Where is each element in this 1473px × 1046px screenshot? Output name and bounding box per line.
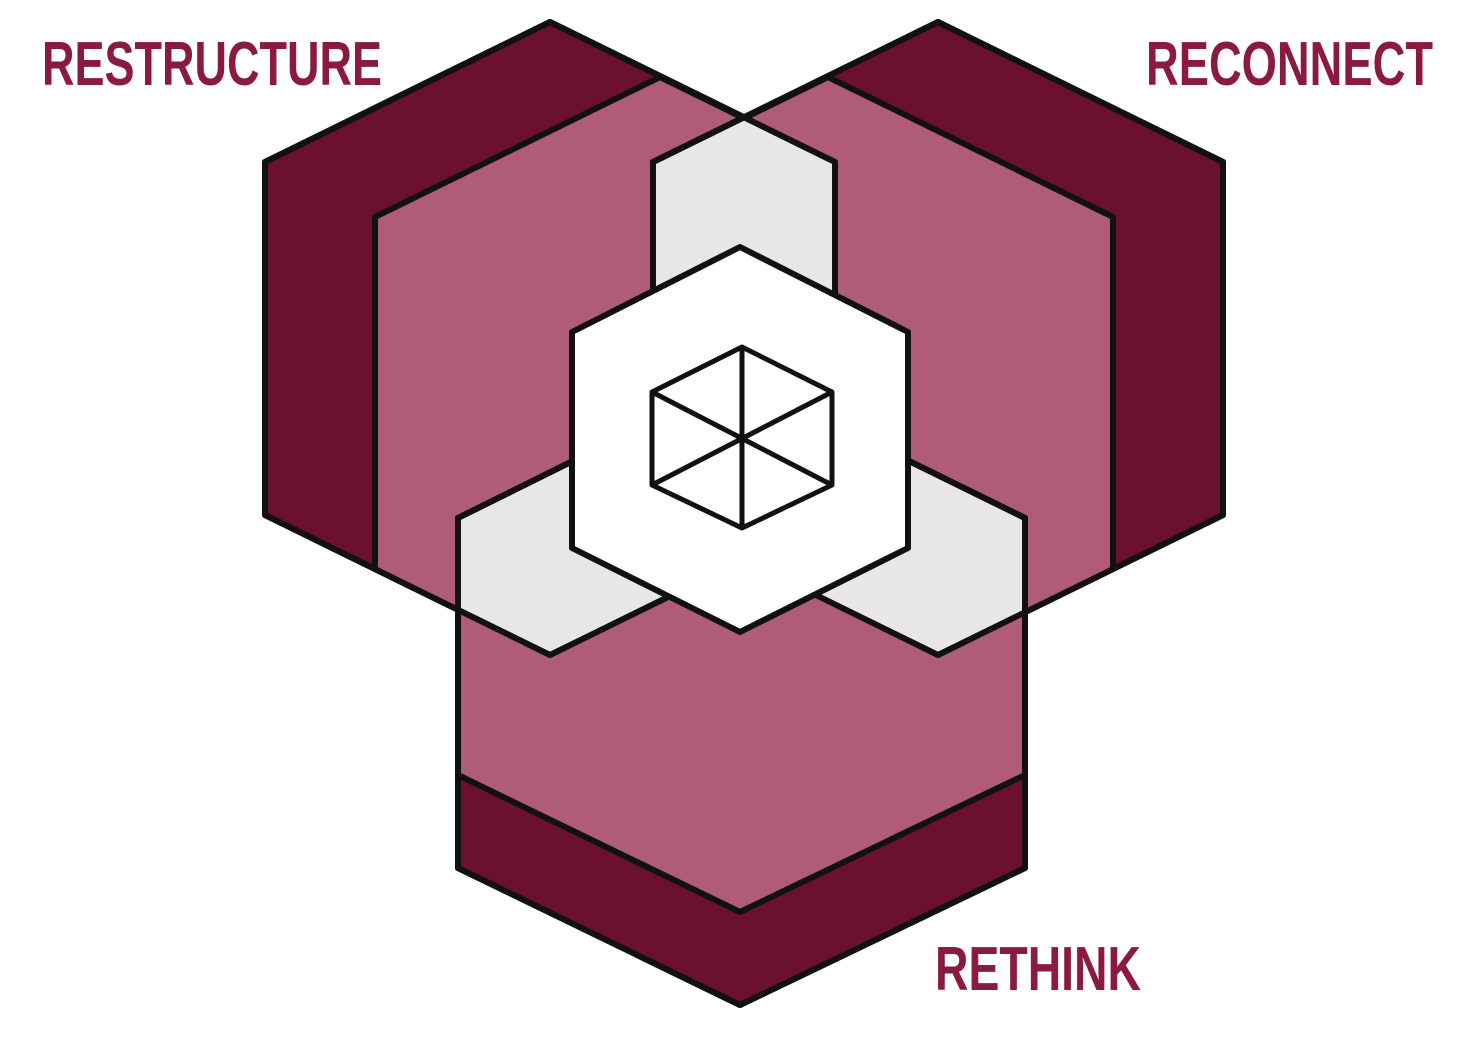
label-rethink: RETHINK	[935, 935, 1141, 1004]
center-cube-icon	[649, 344, 835, 531]
label-restructure: RESTRUCTURE	[42, 30, 382, 99]
label-reconnect: RECONNECT	[1146, 30, 1433, 99]
